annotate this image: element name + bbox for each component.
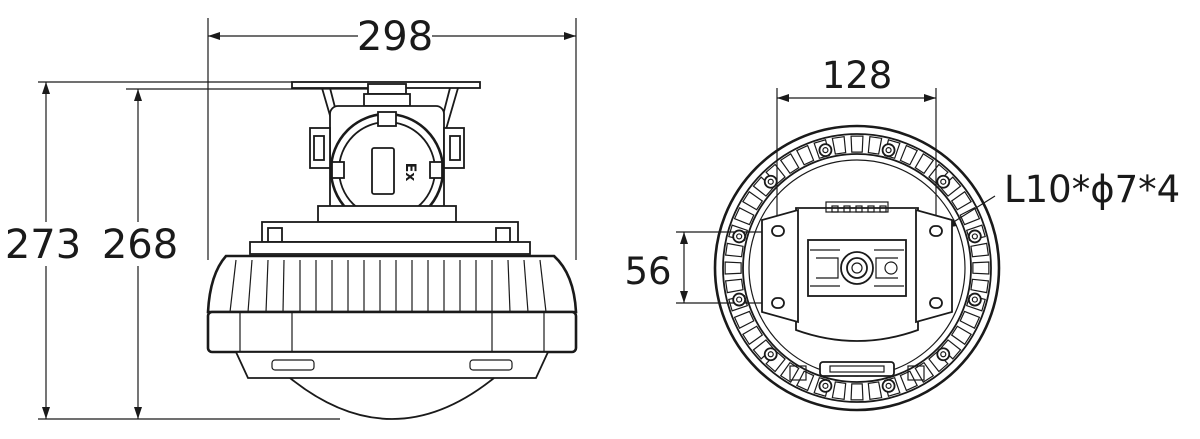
- ring-bolt: [732, 292, 747, 307]
- radial-fin: [867, 135, 883, 155]
- ring-bolt-hole: [940, 178, 947, 185]
- heatsink-body: [206, 254, 578, 379]
- ring-bolts: [732, 143, 982, 393]
- ring-bolt: [732, 229, 747, 244]
- dimension-bracket-spacing-128: 128: [776, 54, 937, 236]
- radial-fin: [742, 190, 764, 211]
- radial-fin: [970, 278, 990, 294]
- dimension-label-bracket-spacing: 128: [822, 54, 893, 97]
- ring-bolt-hole: [971, 296, 978, 303]
- radial-fin: [724, 261, 742, 275]
- radial-fin: [850, 135, 864, 153]
- radial-fin: [959, 206, 981, 226]
- radial-fin: [779, 361, 800, 383]
- dimension-hole-spacing-56: 56: [624, 231, 778, 304]
- radial-fin: [972, 261, 990, 275]
- ring-bolt-hole: [767, 351, 774, 358]
- dimension-label-hole-spacing: 56: [624, 250, 671, 293]
- dimension-label-overall-height: 273: [5, 222, 81, 268]
- ring-bolt: [936, 347, 951, 362]
- lens-dome: [289, 377, 495, 420]
- ring-bolt-hole: [822, 147, 829, 154]
- ring-bolt-hole: [822, 382, 829, 389]
- mounting-slots: [771, 225, 943, 309]
- radial-fin: [950, 325, 972, 346]
- plan-view: 128 56 L10*ϕ7*4: [624, 54, 1180, 412]
- top-nut: [363, 83, 411, 107]
- radial-fin: [959, 310, 981, 330]
- dimension-label-body-height: 268: [102, 222, 178, 268]
- radial-fin: [831, 135, 847, 155]
- radial-fin: [899, 370, 919, 392]
- dimension-label-width: 298: [357, 14, 433, 60]
- ring-bolt: [763, 174, 778, 189]
- ex-marking: Ex: [402, 163, 418, 182]
- heatsink-fins: [229, 259, 547, 313]
- radial-fin: [867, 381, 883, 401]
- dimension-width-298: 298: [207, 14, 577, 260]
- radial-fin: [831, 381, 847, 401]
- radial-fin: [765, 351, 786, 373]
- ring-bolt-hole: [736, 233, 743, 240]
- hole-spec-callout: L10*ϕ7*4: [943, 168, 1180, 229]
- ring-bolt-hole: [940, 351, 947, 358]
- radial-fin: [795, 370, 815, 392]
- ring-bolt: [763, 347, 778, 362]
- hole-spec-label: L10*ϕ7*4: [1004, 168, 1180, 211]
- front-view: 298 273 268: [4, 14, 578, 420]
- radial-fin: [779, 153, 800, 175]
- radial-fin: [795, 144, 815, 166]
- radial-fin: [970, 242, 990, 258]
- ring-bolt-hole: [971, 233, 978, 240]
- radial-fin: [724, 278, 744, 294]
- dimension-height-273: 273: [4, 81, 340, 420]
- ring-bolt: [818, 143, 833, 158]
- radial-fin: [752, 176, 774, 197]
- lower-tabs: [789, 361, 925, 381]
- radial-fin: [899, 144, 919, 166]
- radial-fin: [914, 153, 935, 175]
- radial-fin: [940, 339, 962, 360]
- radial-fin: [928, 163, 949, 185]
- ring-bolt-hole: [736, 296, 743, 303]
- ring-bolt: [881, 378, 896, 393]
- radial-fin: [950, 190, 972, 211]
- radial-fin: [724, 242, 744, 258]
- ring-bolt-hole: [885, 147, 892, 154]
- radial-fin: [850, 383, 864, 401]
- ring-bolt: [881, 143, 896, 158]
- junction-box: Ex: [309, 105, 465, 228]
- radial-fin: [733, 206, 755, 226]
- center-nut: [840, 251, 898, 285]
- ring-bolt-hole: [767, 178, 774, 185]
- ring-bolt: [967, 292, 982, 307]
- ring-bolt: [967, 229, 982, 244]
- ring-bolt: [818, 378, 833, 393]
- ring-bolt: [936, 174, 951, 189]
- radial-fin: [742, 325, 764, 346]
- ring-bolt-hole: [885, 382, 892, 389]
- mounting-flange: [249, 221, 531, 255]
- radial-fin: [733, 310, 755, 330]
